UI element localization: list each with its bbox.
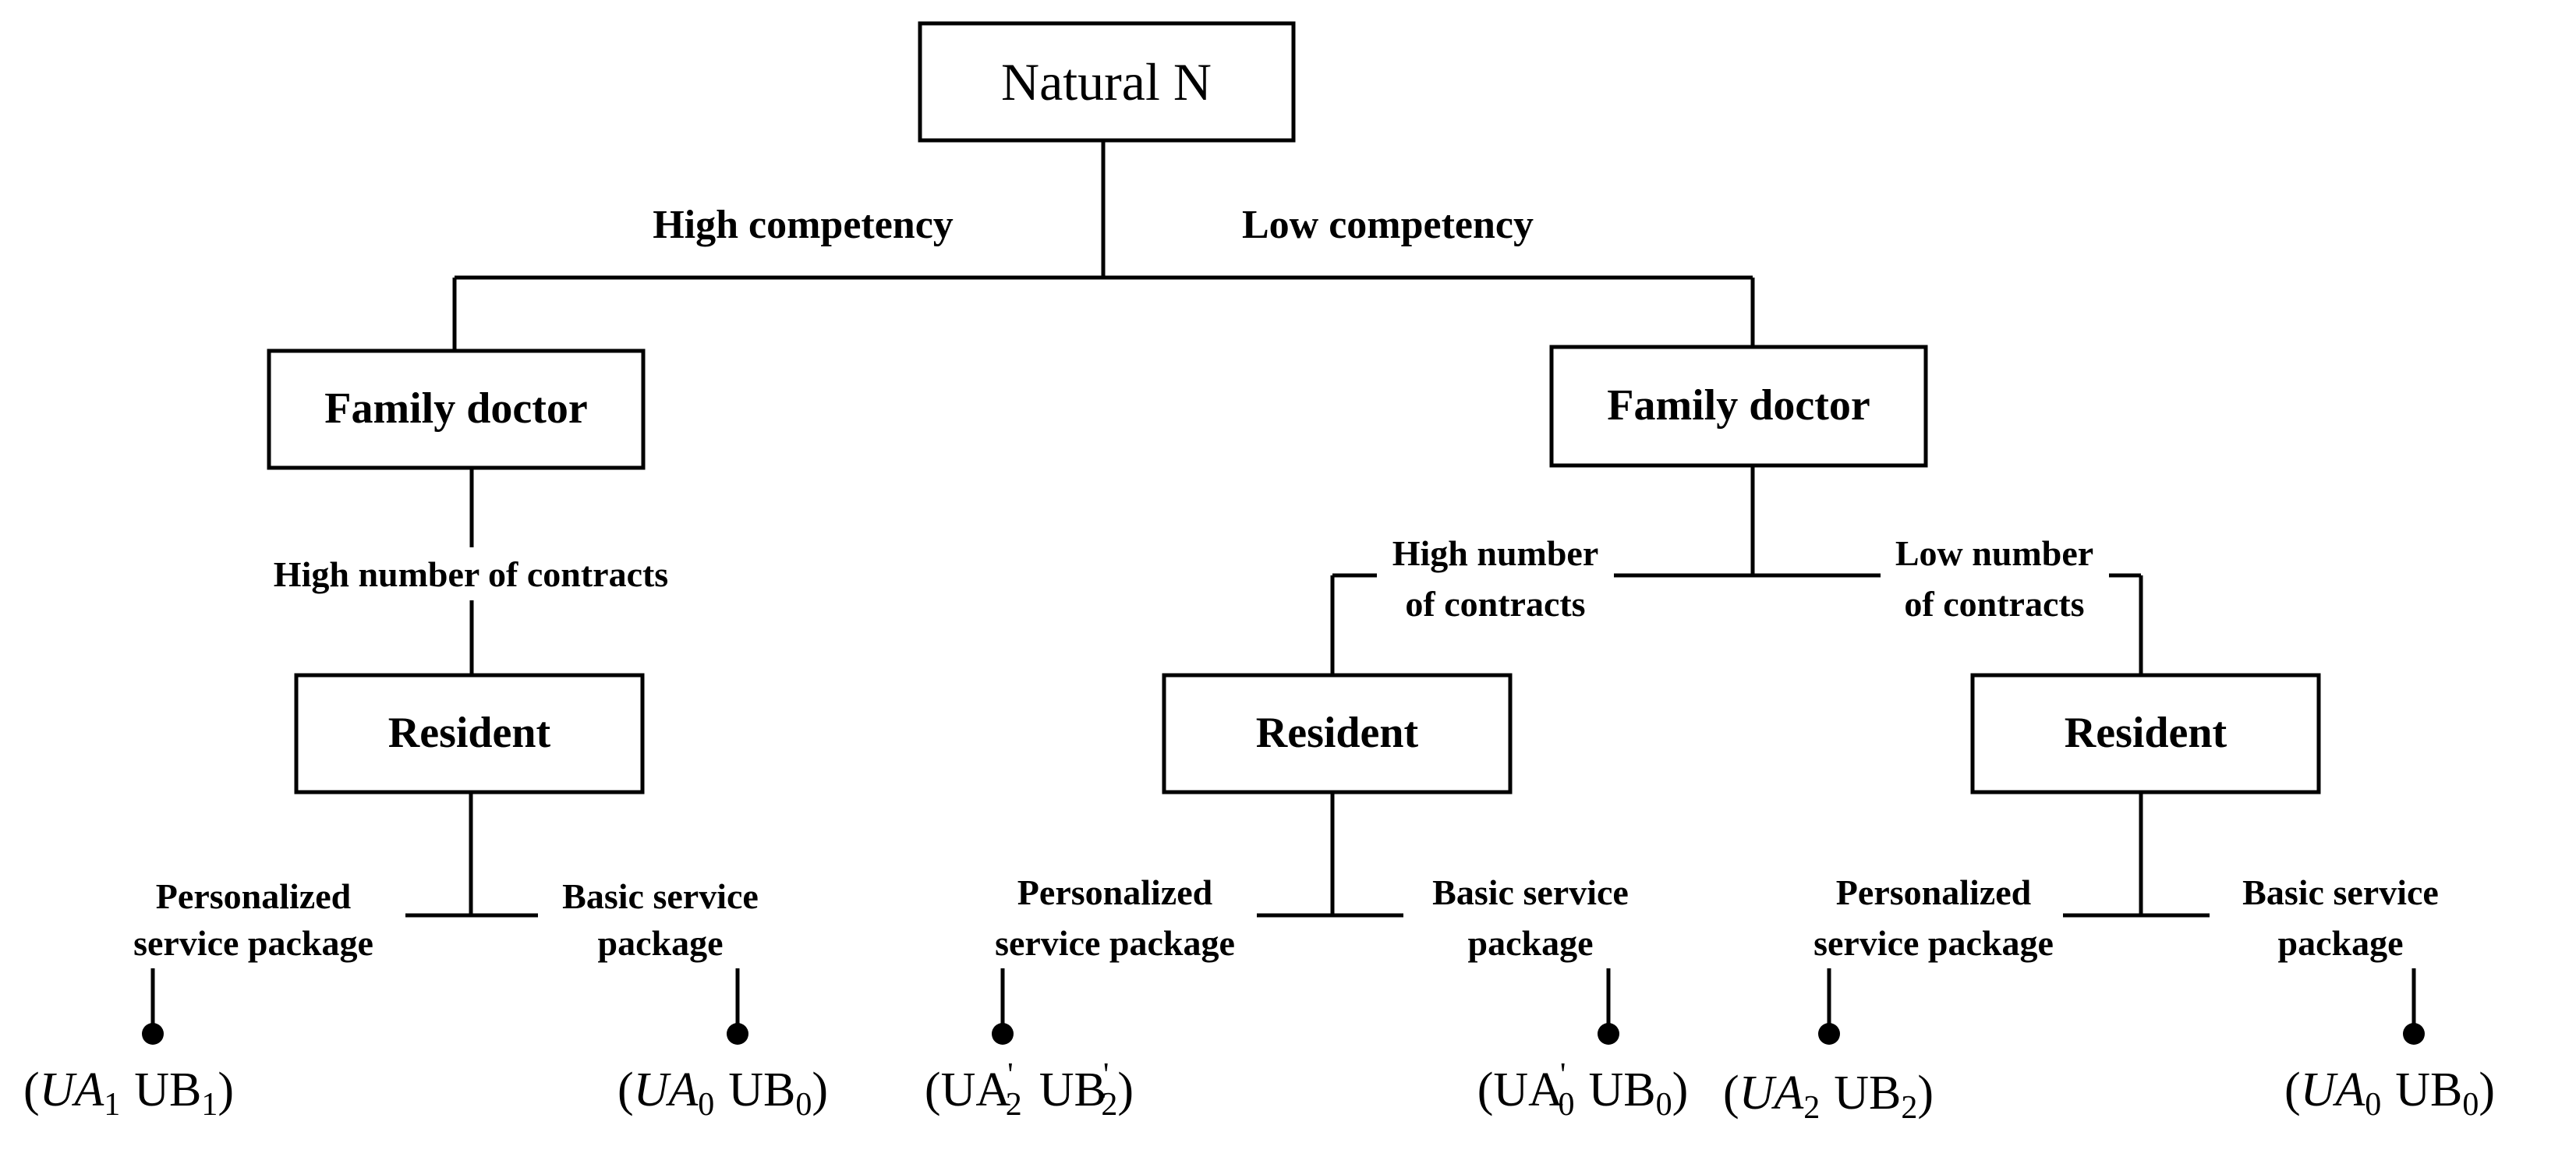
resident-box [1162, 673, 1513, 794]
root-node: Natural N [918, 21, 1296, 143]
basic-package-label: Basic service [1432, 872, 1629, 912]
personalized-package-label: Personalized [1836, 872, 2032, 912]
resident-label: Resident [1256, 709, 1419, 757]
family-doctor-box-left [267, 349, 646, 470]
basic-package-label: package [1468, 923, 1594, 963]
terminal-dot [1598, 1023, 1619, 1045]
terminal-dot [142, 1023, 164, 1045]
terminal-dot [2403, 1023, 2425, 1045]
terminal-dots [142, 1023, 2425, 1045]
resident-node-3: Resident [1970, 673, 2321, 794]
resident-node-2: Resident [1162, 673, 1513, 794]
family-doctor-node-right: Family doctor [1549, 345, 1928, 468]
personalized-package-label: Personalized [1017, 872, 1213, 912]
branch-label-high-contracts-left: High number of contracts [274, 554, 668, 594]
personalized-package-label: service package [133, 923, 373, 963]
basic-package-label: Basic service [562, 876, 759, 916]
personalized-package-label: service package [1813, 923, 2054, 963]
personalized-package-label: Personalized [156, 876, 352, 916]
branch-label-low-contracts-line2: of contracts [1904, 584, 2084, 624]
branch-label-high-contracts-line1: High number [1392, 533, 1599, 573]
basic-package-label: package [598, 923, 724, 963]
personalized-package-label: service package [995, 923, 1235, 963]
family-doctor-node-left: Family doctor [267, 349, 646, 470]
branch-label-high-contracts-line2: of contracts [1405, 584, 1585, 624]
resident-box [294, 673, 645, 794]
basic-package-label: package [2278, 923, 2404, 963]
root-node-box [918, 21, 1296, 143]
terminal-dot [727, 1023, 748, 1045]
family-doctor-box-right [1549, 345, 1928, 468]
family-doctor-label-left: Family doctor [324, 384, 587, 433]
terminal-dot [992, 1023, 1014, 1045]
branch-label-low-contracts-line1: Low number [1895, 533, 2093, 573]
branch-label-low-competency: Low competency [1242, 203, 1534, 247]
resident-label: Resident [2065, 709, 2227, 757]
branch-label-high-competency: High competency [653, 203, 954, 247]
tree-edges [150, 142, 2416, 1031]
resident-node-1: Resident [294, 673, 645, 794]
resident-label: Resident [388, 709, 551, 757]
basic-package-label: Basic service [2242, 872, 2439, 912]
family-doctor-label-right: Family doctor [1607, 381, 1870, 430]
terminal-dot [1818, 1023, 1840, 1045]
root-node-label: Natural N [1001, 52, 1212, 111]
resident-box [1970, 673, 2321, 794]
edge-labels: High competency Low competency High numb… [133, 203, 2439, 963]
